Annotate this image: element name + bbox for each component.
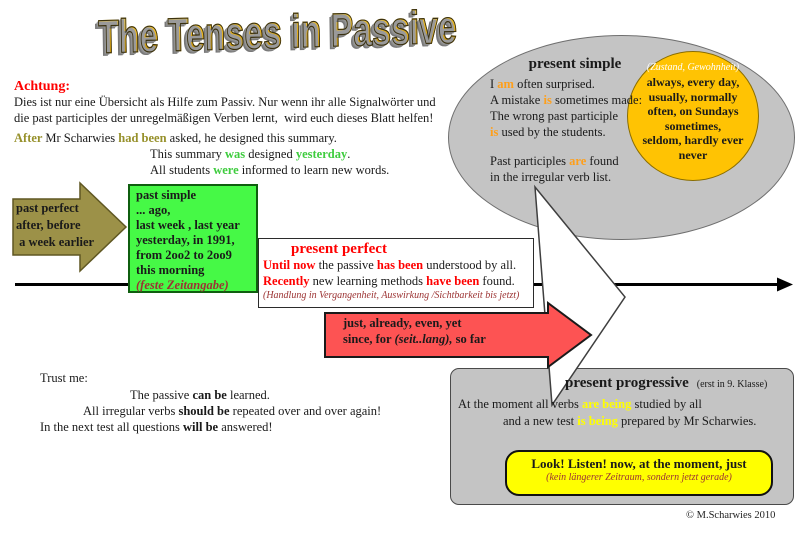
trust-me-heading: Trust me: [40, 371, 88, 385]
achtung-heading: Achtung: [14, 79, 71, 94]
habit-circle-note: (Zustand, Gewohnheit) [646, 62, 740, 73]
present-progressive-text: At the moment all verbs are being studie… [458, 397, 757, 428]
present-progressive-title: present progressive [565, 375, 689, 391]
signal-words-yellow-box: Look! Listen! now, at the moment, just (… [505, 450, 773, 496]
copyright: © M.Scharwies 2010 [686, 510, 776, 521]
present-perfect-title: present perfect [291, 241, 387, 257]
present-perfect-text: Until now the passive has been understoo… [263, 258, 520, 301]
intro-sentence-1: After Mr Scharwies had been asked, he de… [14, 131, 337, 145]
present-progressive-subtitle: (erst in 9. Klasse) [696, 379, 768, 390]
intro-sentences-2-3: This summary was designed yesterday.All … [150, 147, 390, 177]
trust-me-text: The passive can be learned.All irregular… [40, 388, 382, 434]
page-title: The Tenses in Passive [97, 0, 458, 63]
yellow-box-line1: Look! Listen! now, at the moment, just [531, 456, 747, 471]
present-perfect-box: present perfect Until now the passive ha… [258, 238, 534, 308]
habit-signal-circle [627, 51, 759, 181]
yellow-box-line2: (kein längerer Zeitraum, sondern jetzt g… [546, 472, 732, 483]
present-simple-text: I am often surprised.A mistake is someti… [490, 77, 643, 184]
achtung-text: Dies ist nur eine Übersicht als Hilfe zu… [14, 95, 436, 125]
past-simple-box: past simple... ago,last week , last year… [128, 184, 258, 293]
present-simple-title: present simple [528, 56, 622, 72]
present-progressive-title-row: present progressive (erst in 9. Klasse) [565, 374, 767, 392]
timeline-arrowhead-icon [777, 277, 793, 292]
